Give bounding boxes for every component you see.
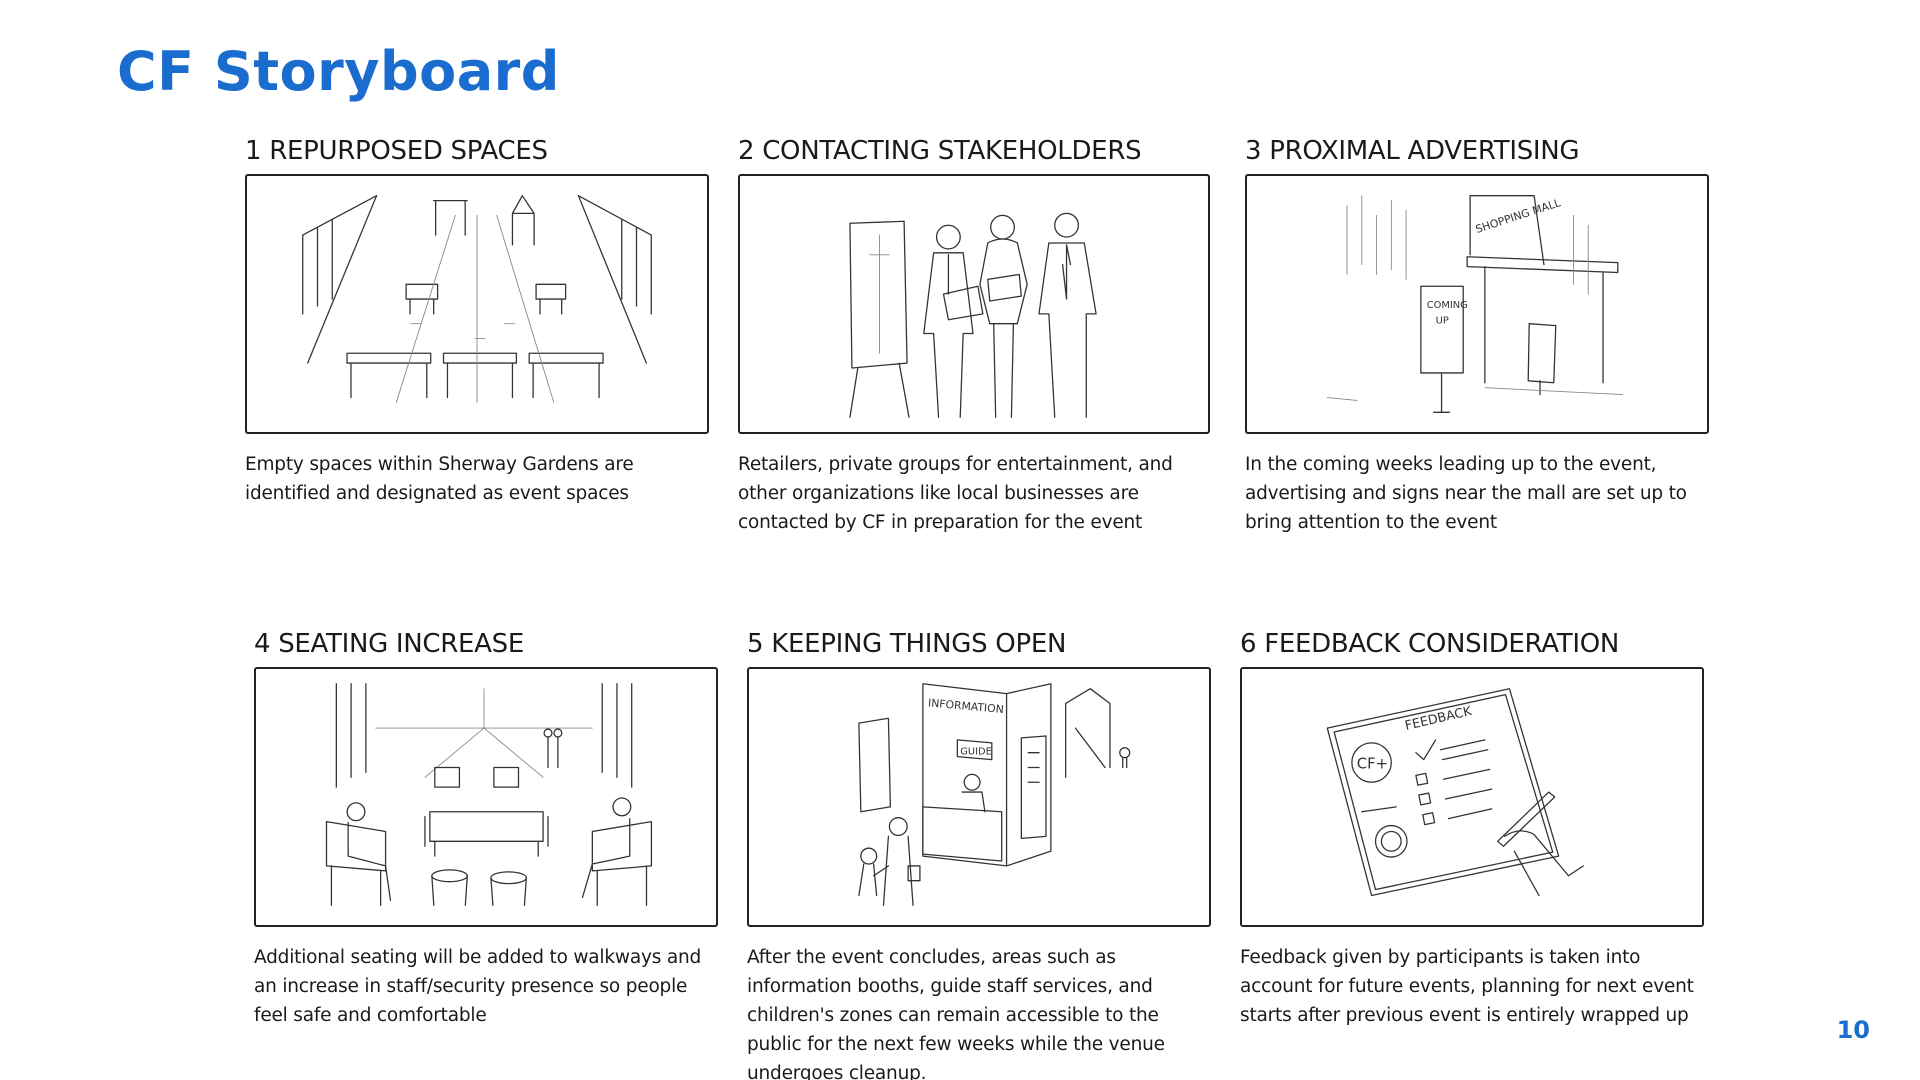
panel-caption: Empty spaces within Sherway Gardens are …: [245, 454, 634, 504]
panel-heading: 2 CONTACTING STAKEHOLDERS: [738, 136, 1142, 166]
information-booth-sketch-image: INFORMATION GUIDE: [858, 683, 1131, 906]
sketch-frame: [254, 667, 718, 927]
sketch-frame: [738, 174, 1210, 434]
feedback-tablet-sketch-image: FEEDBACK CF+: [1326, 688, 1584, 897]
sketch-frame: INFORMATION GUIDE: [747, 667, 1211, 927]
three-business-people-sketch-image: [849, 212, 1097, 418]
storyboard-panel-3: 3 PROXIMAL ADVERTISING SHOPPING MALL COM…: [1245, 134, 1711, 537]
page-number: 10: [1836, 1016, 1870, 1044]
panel-caption: Retailers, private groups for entertainm…: [738, 454, 1173, 533]
sketch-frame: FEEDBACK CF+: [1240, 667, 1704, 927]
panel-caption: In the coming weeks leading up to the ev…: [1245, 454, 1687, 533]
storyboard-panel-2: 2 CONTACTING STAKEHOLDERS Retailers, pri…: [738, 134, 1210, 537]
panel-caption: Additional seating will be added to walk…: [254, 947, 702, 1026]
panel-caption: Feedback given by participants is taken …: [1240, 947, 1694, 1026]
storyboard-panel-5: 5 KEEPING THINGS OPEN INFORMATION GUIDE: [747, 627, 1213, 1080]
storyboard-panel-4: 4 SEATING INCREASE: [254, 627, 720, 1030]
page-title: CF Storyboard: [117, 40, 560, 103]
panel-heading: 3 PROXIMAL ADVERTISING: [1245, 136, 1580, 166]
mall-sign-text: SHOPPING MALL: [1474, 196, 1562, 236]
feedback-title-text: FEEDBACK: [1404, 704, 1474, 734]
guide-sign-text: GUIDE: [960, 747, 992, 758]
sketch-frame: [245, 174, 709, 434]
panel-heading: 4 SEATING INCREASE: [254, 629, 524, 659]
sign-text-line-2: UP: [1436, 316, 1449, 327]
storyboard-panel-1: 1 REPURPOSED SPACES Empty spaces within …: [245, 134, 711, 508]
panel-heading: 6 FEEDBACK CONSIDERATION: [1240, 629, 1620, 659]
empty-mall-walkway-sketch-image: [302, 195, 652, 403]
cf-logo-text: CF+: [1357, 755, 1388, 772]
panel-heading: 5 KEEPING THINGS OPEN: [747, 629, 1067, 659]
mall-seating-sketch-image: [325, 683, 653, 906]
booth-sign-text: INFORMATION: [928, 696, 1005, 716]
panel-caption: After the event concludes, areas such as…: [747, 947, 1165, 1080]
sketch-frame: SHOPPING MALL COMING UP: [1245, 174, 1709, 434]
shopping-mall-entrance-sketch-image: SHOPPING MALL COMING UP: [1326, 195, 1624, 413]
storyboard-panel-6: 6 FEEDBACK CONSIDERATION FEEDBACK CF+ Fe…: [1240, 627, 1706, 1030]
sign-text-line-1: COMING: [1427, 300, 1468, 311]
panel-heading: 1 REPURPOSED SPACES: [245, 136, 548, 166]
